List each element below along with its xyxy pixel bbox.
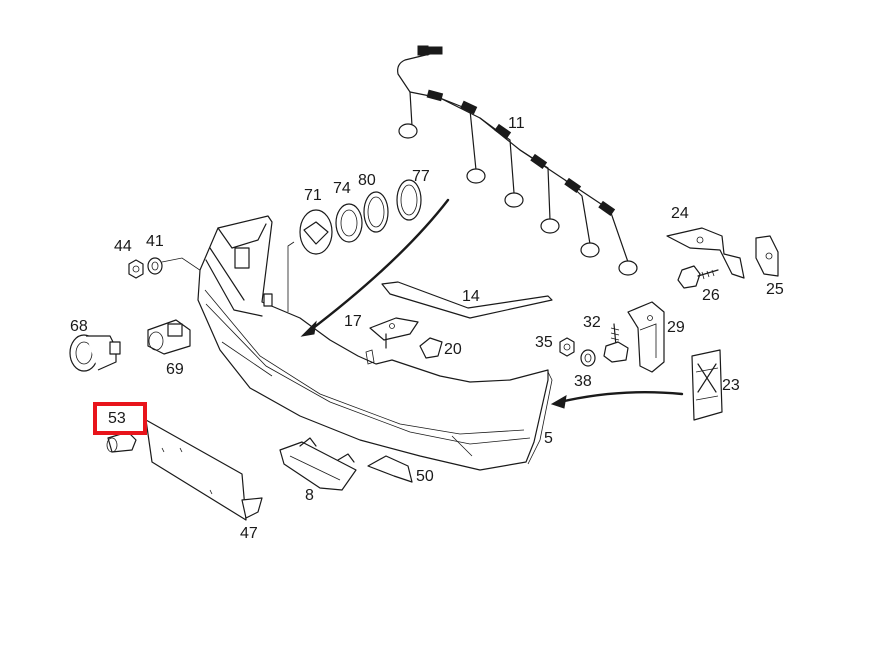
label-24: 24 xyxy=(671,205,689,222)
label-8: 8 xyxy=(305,487,314,504)
label-25: 25 xyxy=(766,281,784,298)
label-11: 11 xyxy=(508,115,525,132)
label-29: 29 xyxy=(667,319,685,336)
label-47: 47 xyxy=(240,525,258,542)
label-20: 20 xyxy=(444,341,462,358)
label-41: 41 xyxy=(146,233,164,250)
label-77: 77 xyxy=(412,168,430,185)
washer-38 xyxy=(580,349,596,367)
bracket-23 xyxy=(691,349,723,421)
bracket-24 xyxy=(666,227,745,279)
arrow-rings-to-bumper xyxy=(306,198,450,334)
label-14: 14 xyxy=(462,288,480,305)
nut-35 xyxy=(559,337,575,357)
trim-piece-50 xyxy=(367,455,413,483)
license-plate-panel-47 xyxy=(145,419,263,521)
label-23: 23 xyxy=(722,377,740,394)
arrow-23-to-bumper xyxy=(558,391,684,404)
screw-26 xyxy=(677,265,719,289)
clip-20 xyxy=(419,337,443,359)
label-38: 38 xyxy=(574,373,592,390)
label-53: 53 xyxy=(108,410,126,427)
sensor-68 xyxy=(69,334,121,372)
label-71: 71 xyxy=(304,187,322,204)
screw-32 xyxy=(603,323,629,363)
label-68: 68 xyxy=(70,318,88,335)
label-50: 50 xyxy=(416,468,434,485)
grille-8 xyxy=(279,437,357,491)
nut-44 xyxy=(128,259,144,279)
washer-41 xyxy=(147,257,163,275)
bracket-29 xyxy=(627,301,665,373)
bracket-17 xyxy=(369,317,419,349)
label-69: 69 xyxy=(166,361,184,378)
leader-5 xyxy=(527,371,553,465)
clip-20-small xyxy=(365,349,375,365)
leader-71 xyxy=(287,241,295,312)
bumper-cover xyxy=(197,215,549,471)
sensor-69 xyxy=(147,319,191,355)
clip-25 xyxy=(755,235,779,277)
label-80: 80 xyxy=(358,172,376,189)
label-17: 17 xyxy=(344,313,362,330)
label-26: 26 xyxy=(702,287,720,304)
wiring-harness xyxy=(397,45,638,276)
label-74: 74 xyxy=(333,180,351,197)
sensor-rings xyxy=(299,179,422,255)
label-35: 35 xyxy=(535,334,553,351)
highlight-box-53 xyxy=(93,402,147,435)
trim-strip-14 xyxy=(381,281,553,319)
label-44: 44 xyxy=(114,238,132,255)
label-32: 32 xyxy=(583,314,601,331)
label-5: 5 xyxy=(544,430,553,447)
